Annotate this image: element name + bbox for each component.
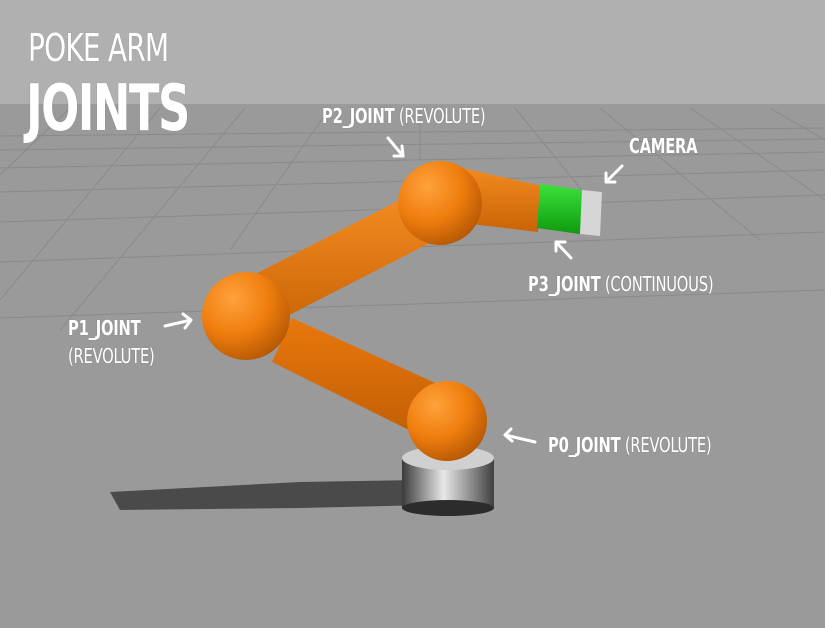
label-p1-name: P1_JOINT (68, 316, 141, 340)
p1-joint-sphere (202, 272, 290, 360)
arrow-p2 (386, 136, 405, 158)
label-p3-joint: P3_JOINT (CONTINUOUS) (528, 272, 714, 296)
arrow-p0 (503, 427, 537, 444)
label-p3-name: P3_JOINT (528, 272, 601, 296)
label-camera: CAMERA (629, 134, 698, 158)
label-p0-joint: P0_JOINT (REVOLUTE) (548, 433, 712, 457)
label-p1-type: (REVOLUTE) (68, 344, 155, 368)
arrow-p3 (554, 240, 573, 260)
label-p2-type: (REVOLUTE) (398, 104, 486, 128)
label-p3-type: (CONTINUOUS) (604, 272, 714, 296)
arrow-p1 (163, 312, 193, 330)
arrow-camera (604, 164, 624, 184)
label-p0-name: P0_JOINT (548, 433, 621, 457)
p2-joint-sphere (398, 161, 482, 245)
title-line-1: POKE ARM (28, 26, 169, 70)
annotation-arrows (163, 136, 624, 444)
arm-shadow (110, 480, 430, 510)
label-camera-name: CAMERA (629, 134, 698, 158)
camera-module (537, 184, 602, 236)
label-p1-joint: P1_JOINT (REVOLUTE) (68, 316, 155, 368)
label-p2-name: P2_JOINT (322, 104, 395, 128)
label-p0-type: (REVOLUTE) (624, 433, 712, 457)
label-p2-joint: P2_JOINT (REVOLUTE) (322, 104, 486, 128)
p0-joint-sphere (407, 381, 487, 461)
link-lower (272, 318, 442, 438)
title-line-2: JOINTS (26, 72, 190, 146)
sky (0, 0, 825, 104)
ground-grid (0, 107, 825, 331)
